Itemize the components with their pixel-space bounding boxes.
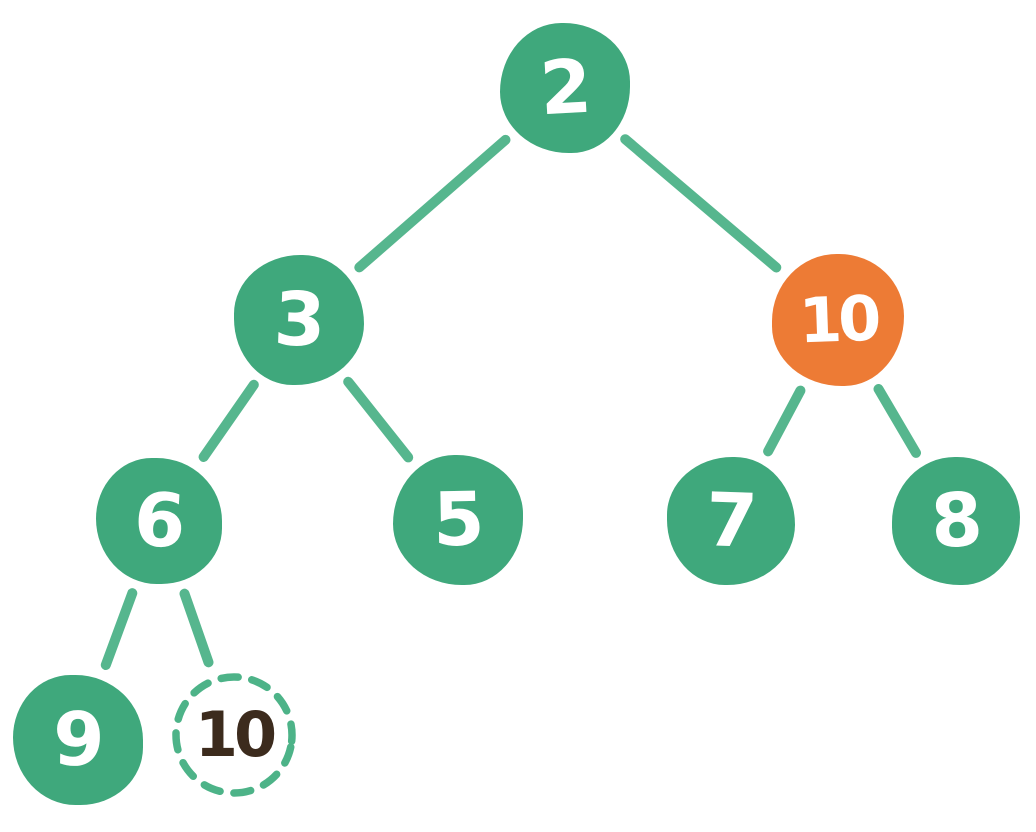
tree-node-label: 6 (131, 476, 187, 566)
tree-node-label: 2 (537, 43, 593, 133)
tree-edge-3-6 (198, 379, 259, 462)
tree-node-label: 5 (432, 476, 484, 564)
tree-node-8: 8 (892, 457, 1020, 585)
tree-node-3: 3 (234, 255, 364, 385)
tree-node-5: 5 (393, 455, 523, 585)
tree-node-6: 6 (96, 458, 222, 584)
tree-node-label: 10 (797, 281, 879, 358)
tree-edge-3-5 (343, 376, 414, 463)
tree-node-10-dashed: 10 (172, 673, 296, 797)
tree-edge-10-orange-7 (763, 385, 806, 457)
tree-node-label: 7 (704, 477, 758, 565)
tree-node-10-orange: 10 (772, 254, 904, 386)
tree-edge-6-9 (100, 588, 138, 670)
tree-node-label: 9 (52, 696, 104, 784)
tree-node-label: 3 (272, 276, 326, 364)
tree-edge-10-orange-8 (873, 384, 921, 458)
tree-edge-2-10-orange (620, 134, 782, 273)
tree-node-2: 2 (500, 23, 630, 153)
tree-node-label: 10 (194, 698, 277, 771)
tree-edge-2-3 (354, 134, 511, 273)
dashed-circle-outline (172, 673, 296, 797)
tree-node-7: 7 (667, 457, 795, 585)
tree-node-label: 8 (928, 476, 984, 566)
tree-edge-6-10-dashed (179, 588, 214, 668)
tree-node-9: 9 (13, 675, 143, 805)
